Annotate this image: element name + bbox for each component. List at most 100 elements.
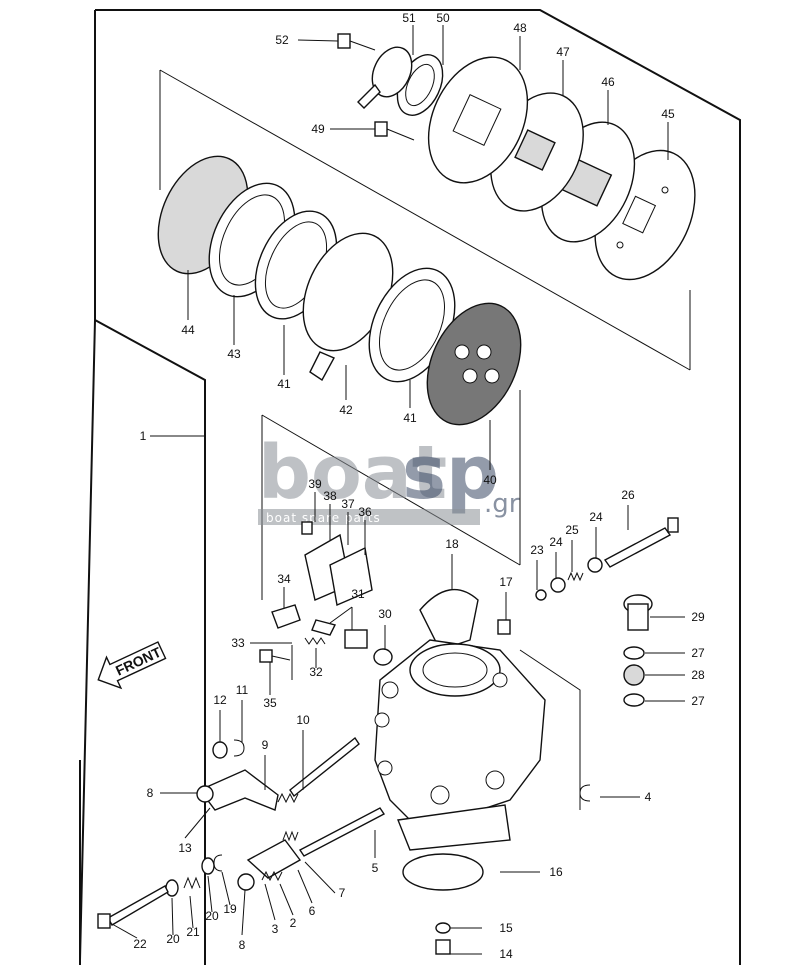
callout-35: 35 [263,696,277,710]
part-25-spring [567,571,584,582]
part-13-throttle-lever [198,769,279,811]
callout-17: 17 [499,575,513,589]
callout-26: 26 [621,488,635,502]
alignment-frame-right [519,649,581,810]
part-21-spring [183,876,201,890]
callout-41-right: 41 [403,411,417,425]
part-39-screw [301,521,313,535]
callout-38: 38 [323,489,337,503]
callout-11: 11 [236,683,249,697]
callout-31: 31 [351,587,365,601]
callout-48: 48 [513,21,527,35]
part-10-throttle-shaft [289,736,360,798]
callout-44: 44 [181,323,195,337]
part-16-gasket [402,853,484,891]
watermark-brand-dark: sp [402,430,499,516]
callout-15: 15 [499,921,513,935]
part-48-valve-body [427,56,529,184]
part-32-spring [304,637,326,645]
callout-40: 40 [483,473,497,487]
callout-13: 13 [178,841,192,855]
part-28-seat [623,664,645,686]
watermark-brand-light: boat [258,430,447,516]
callout-14: 14 [499,947,513,961]
part-2-choke-lever [246,839,302,879]
part-6-spring [282,830,299,842]
callout-24-right: 24 [589,510,603,524]
callout-18: 18 [445,537,459,551]
part-34-lever [271,604,301,629]
callout-2: 2 [290,916,297,930]
part-22-idle-screw [97,885,169,929]
callout-21: 21 [186,925,200,939]
watermark-bar [258,509,480,525]
callout-27-upper: 27 [691,646,705,660]
part-12-washer [212,741,228,759]
callout-7: 7 [339,886,346,900]
callout-46: 46 [601,75,615,89]
callout-8-lower: 8 [239,938,246,952]
callout-36: 36 [358,505,372,519]
callout-51: 51 [402,11,416,25]
callout-42: 42 [339,403,353,417]
callout-6: 6 [309,904,316,918]
part-20-washer-left [165,879,179,897]
carburetor-body [374,639,546,851]
part-40-diaphragm [426,302,522,426]
watermark-tagline: boat spare parts [266,511,381,525]
callout-4: 4 [645,790,652,804]
callout-20-right: 20 [205,909,219,923]
part-29-plug [623,594,653,631]
callout-1: 1 [140,429,147,443]
part-27-washer-lower [623,693,645,707]
callout-41-left: 41 [277,377,291,391]
callout-33: 33 [231,636,245,650]
part-17-screw [497,619,511,635]
callout-10: 10 [296,713,310,727]
callout-16: 16 [549,865,563,879]
callouts: 1 52 51 50 48 47 46 45 49 44 43 41 42 41… [133,11,705,961]
callout-32: 32 [309,665,323,679]
callout-47: 47 [556,45,570,59]
part-31-needle-valve [311,619,368,649]
callout-22: 22 [133,937,147,951]
callout-45: 45 [661,107,675,121]
callout-19: 19 [223,902,237,916]
part-9-spring [277,792,299,804]
callout-28: 28 [691,668,705,682]
part-5-choke-shaft [298,807,386,857]
part-26-mixture-screw [603,517,679,568]
part-30-o-ring [373,648,393,666]
alignment-frame-upper [159,69,691,371]
callout-24-left: 24 [549,535,563,549]
callout-3: 3 [272,922,279,936]
part-49-screw [374,121,415,141]
part-36-38-valve-plates [304,533,373,606]
part-11-clip [233,739,245,757]
part-24-washer-left [550,577,566,593]
callout-25: 25 [565,523,579,537]
part-15-washer [435,922,451,934]
callout-29: 29 [691,610,705,624]
callout-30: 30 [378,607,392,621]
part-3-spring [261,870,283,882]
callout-50: 50 [436,11,450,25]
callout-43: 43 [227,347,241,361]
part-19-clip [213,854,223,872]
part-18-plate [419,588,479,651]
part-51-cap [357,46,413,109]
part-20-washer-right [201,857,215,875]
callout-49: 49 [311,122,325,136]
callout-27-lower: 27 [691,694,705,708]
front-arrow: FRONT [97,641,167,690]
assembly-boundary [79,9,741,965]
front-label: FRONT [113,644,164,679]
part-23-clip [535,589,547,601]
callout-20-left: 20 [166,932,180,946]
part-8-screw-lower [237,873,255,891]
watermark: boat sp .gr boat spare parts [258,430,520,525]
callout-23: 23 [530,543,544,557]
part-8-screw-upper [196,785,214,803]
part-35-screw [259,649,291,663]
